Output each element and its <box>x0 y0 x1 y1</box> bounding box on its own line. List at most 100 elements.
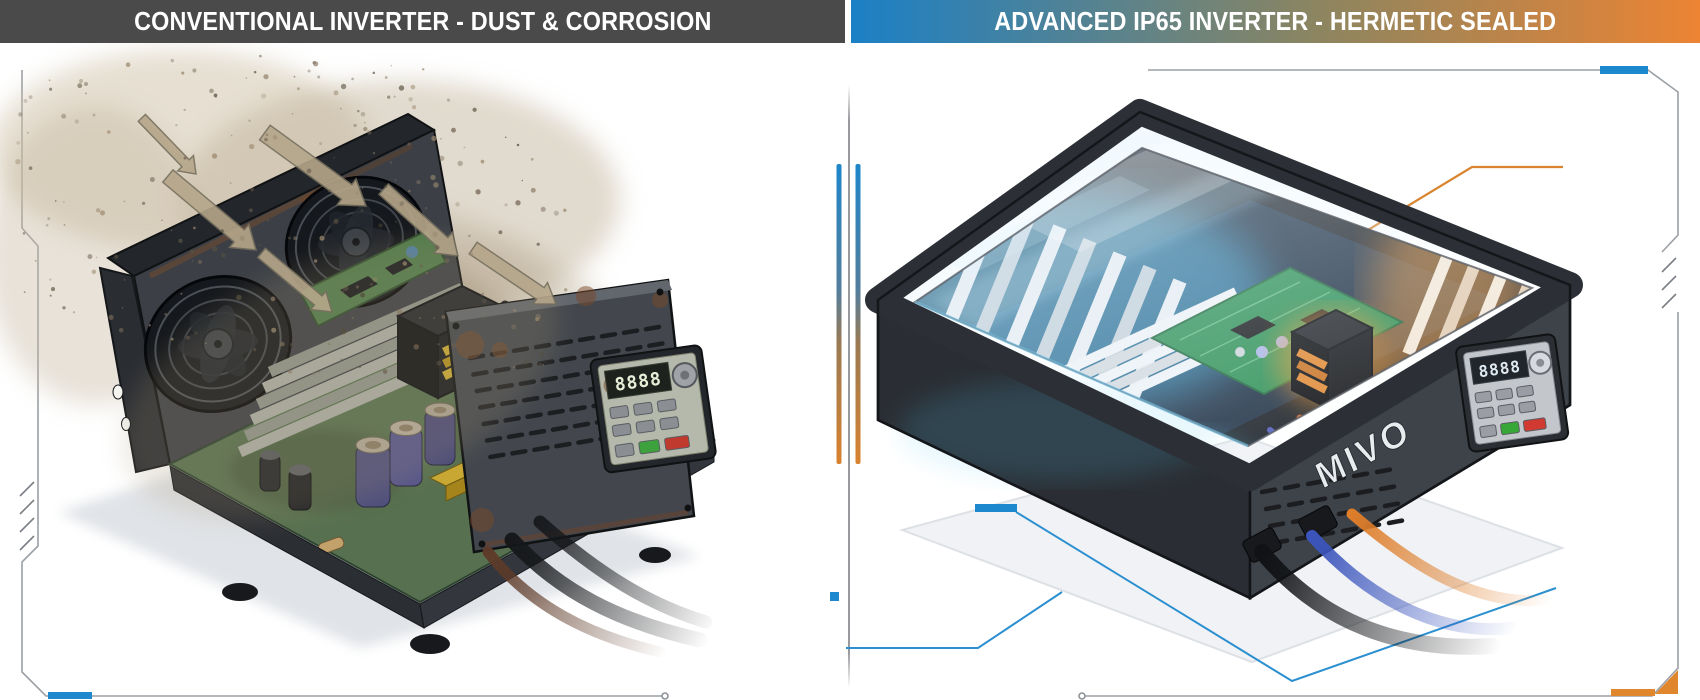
vent-slot <box>625 344 643 352</box>
dust-speck <box>248 119 251 122</box>
vent-slot <box>1359 505 1378 513</box>
dust-speck <box>427 221 430 224</box>
blue-accent-dash <box>48 692 92 699</box>
dust-speck <box>313 61 319 67</box>
dust-speck <box>253 70 257 74</box>
dust-speck <box>372 151 376 155</box>
dust-speck <box>521 179 524 182</box>
vent-slot <box>528 428 547 436</box>
dust-speck <box>451 342 457 348</box>
dust-speck <box>530 157 534 161</box>
dust-arrow-icon <box>258 124 368 207</box>
dust-speck <box>192 68 197 73</box>
dust-speck <box>99 210 106 216</box>
left-header: CONVENTIONAL INVERTER - DUST & CORROSION <box>0 0 845 43</box>
dust-speck <box>382 369 388 374</box>
vent-slot <box>510 448 528 456</box>
dust-speck <box>463 146 466 149</box>
dust-speck <box>363 126 368 132</box>
dust-speck <box>406 268 410 272</box>
vent-slot <box>554 441 572 449</box>
dust-speck <box>355 285 360 289</box>
dust-speck <box>333 218 339 224</box>
dust-speck <box>408 189 411 193</box>
dust-speck <box>183 156 187 160</box>
dust-speck <box>16 141 21 145</box>
dust-speck <box>91 269 97 275</box>
dust-speck <box>164 313 167 316</box>
hazard-dashes-right <box>1661 257 1677 309</box>
dust-speck <box>538 363 542 367</box>
dust-speck <box>77 83 83 89</box>
dust-speck <box>535 317 539 322</box>
dust-speck <box>349 252 352 255</box>
dust-speck <box>95 256 98 259</box>
dust-speck <box>481 292 485 296</box>
dust-speck <box>178 238 183 243</box>
dust-speck <box>327 188 332 193</box>
vent-slot <box>569 405 587 412</box>
dust-speck <box>433 317 436 320</box>
dust-speck <box>513 309 517 312</box>
dust-speck <box>123 278 126 281</box>
vent-slot <box>581 352 599 359</box>
dust-speck <box>74 119 79 124</box>
dust-speck <box>250 187 254 192</box>
blue-accent-dash <box>975 504 1017 512</box>
right-header-title: ADVANCED IP65 INVERTER - HERMETIC SEALED <box>994 6 1557 36</box>
vent-slot <box>503 415 521 423</box>
vent-slot <box>488 452 506 460</box>
vent-slot <box>1263 504 1282 512</box>
dust-speck <box>193 226 196 230</box>
dust-speck <box>393 95 396 98</box>
stop-button <box>1522 417 1547 432</box>
dust-speck <box>438 238 441 240</box>
dust-arrow-icon <box>468 241 558 305</box>
dust-speck <box>439 155 445 161</box>
dust-speck <box>211 246 218 252</box>
dust-speck <box>313 259 318 263</box>
dust-speck <box>512 366 516 369</box>
conventional-inverter-device: 8888 <box>98 112 717 658</box>
right-header: ADVANCED IP65 INVERTER - HERMETIC SEALED <box>851 0 1700 43</box>
vent-slot <box>1286 500 1305 508</box>
dust-film <box>122 239 558 521</box>
dust-speck <box>50 287 56 292</box>
dust-speck <box>389 161 393 164</box>
dust-speck <box>430 174 436 181</box>
dust-speck <box>469 252 474 256</box>
dust-speck <box>472 107 477 112</box>
dust-speck <box>340 107 342 110</box>
run-button <box>1500 421 1520 436</box>
blue-hud-traces <box>830 504 1557 683</box>
dust-speck <box>432 231 438 237</box>
hazard-dashes-left <box>19 481 35 551</box>
dust-speck <box>293 75 296 78</box>
dust-speck <box>249 143 255 150</box>
vent-slot <box>559 355 577 363</box>
dust-speck <box>239 235 245 241</box>
dust-speck <box>327 342 330 346</box>
orange-corner-triangle <box>1655 670 1678 694</box>
dust-speck <box>407 142 411 146</box>
vent-slot <box>547 408 565 416</box>
dust-speck <box>149 176 155 183</box>
output-cables <box>1254 508 1552 655</box>
vent-slot <box>550 425 569 432</box>
dust-speck <box>22 232 26 235</box>
dust-speck <box>125 62 131 67</box>
vent-slot <box>603 348 621 356</box>
vent-slot <box>1386 518 1405 526</box>
right-bracket-top <box>1148 69 1679 253</box>
dust-speck <box>319 235 325 241</box>
dust-speck <box>372 277 378 283</box>
dust-speck <box>230 134 233 137</box>
dust-speck <box>264 137 268 142</box>
vent-slot <box>577 335 596 343</box>
dust-speck <box>183 108 186 112</box>
dust-speck <box>441 315 446 319</box>
dust-speck <box>84 92 87 95</box>
dust-speck <box>191 260 194 262</box>
dust-speck <box>410 84 416 90</box>
